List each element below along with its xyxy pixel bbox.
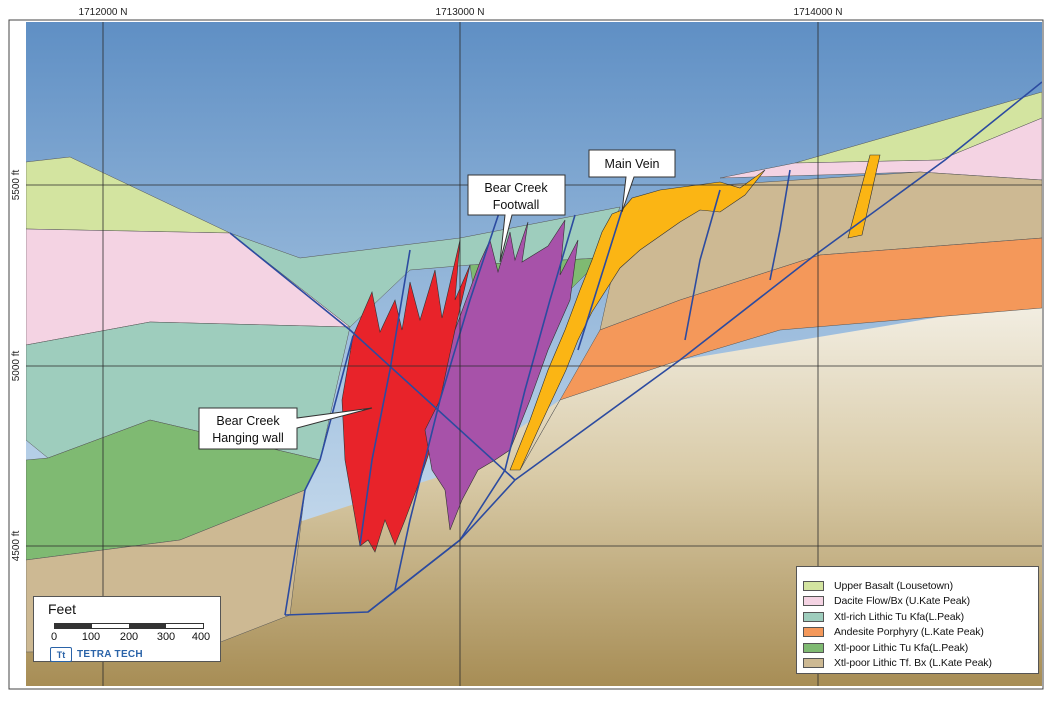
- callout-hanging-line2: Hanging wall: [212, 431, 284, 445]
- legend-label: Upper Basalt (Lousetown): [834, 579, 953, 592]
- legend-item: Xtl-poor Lithic Tu Kfa(L.Peak): [803, 640, 1032, 656]
- unit-andesite-porphyry: [519, 237, 1042, 471]
- scale-tick: 200: [119, 631, 139, 643]
- legend-item: Dacite Flow/Bx (U.Kate Peak): [803, 594, 1032, 610]
- legend-item: Xtl-rich Lithic Tu Kfa(L.Peak): [803, 609, 1032, 625]
- scale-segment: [166, 624, 203, 628]
- legend-item: Andesite Porphyry (L.Kate Peak): [803, 625, 1032, 641]
- vein-bear-creek-hanging-wall: [341, 239, 471, 553]
- scale-bar: [54, 623, 204, 629]
- vein-bear-creek-footwall: [424, 219, 579, 531]
- vein-main-vein: [509, 169, 766, 471]
- elevation-label-4500: 4500 ft: [11, 530, 22, 561]
- legend-item: Xtl-poor Lithic Tf. Bx (L.Kate Peak): [803, 656, 1032, 672]
- northing-label-1714000: 1714000 N: [794, 7, 843, 18]
- tetra-tech-logo: Tt TETRA TECH: [50, 647, 143, 662]
- elevation-label-5500: 5500 ft: [11, 169, 22, 200]
- legend-label: Xtl-poor Lithic Tu Kfa(L.Peak): [834, 641, 969, 654]
- legend-swatch: [803, 627, 824, 638]
- legend-label: Xtl-poor Lithic Tf. Bx (L.Kate Peak): [834, 657, 992, 670]
- legend-item: Upper Basalt (Lousetown): [803, 578, 1032, 594]
- northing-label-1713000: 1713000 N: [436, 7, 485, 18]
- legend-label: Xtl-rich Lithic Tu Kfa(L.Peak): [834, 610, 965, 623]
- vein-east-yellow: [847, 154, 881, 239]
- tetra-tech-logo-mark: Tt: [50, 647, 72, 662]
- legend-swatch: [803, 596, 824, 607]
- callout-bear-creek-hanging-wall: Bear Creek Hanging wall: [198, 407, 373, 450]
- callout-hanging-line1: Bear Creek: [216, 414, 280, 428]
- callout-bear-creek-footwall: Bear Creek Footwall: [467, 174, 566, 263]
- legend-swatch: [803, 580, 824, 591]
- scale-title: Feet: [48, 601, 77, 617]
- fault-lines: [229, 81, 1042, 616]
- scale-tick: 300: [156, 631, 176, 643]
- scale-segment: [129, 624, 166, 628]
- legend-label: Andesite Porphyry (L.Kate Peak): [834, 626, 984, 639]
- northing-label-1712000: 1712000 N: [79, 7, 128, 18]
- callout-main-vein: Main Vein: [588, 149, 676, 213]
- coordinate-grid: [26, 22, 1042, 686]
- legend-swatch: [803, 611, 824, 622]
- tetra-tech-logo-text: TETRA TECH: [77, 649, 143, 660]
- callout-main-vein-label: Main Vein: [605, 157, 660, 171]
- callout-footwall-line1: Bear Creek: [484, 181, 548, 195]
- elevation-label-5000: 5000 ft: [11, 350, 22, 381]
- legend-swatch: [803, 642, 824, 653]
- scale-tick: 0: [50, 631, 58, 643]
- legend-label: Dacite Flow/Bx (U.Kate Peak): [834, 595, 971, 608]
- scale-tick: 400: [191, 631, 211, 643]
- callout-footwall-line2: Footwall: [493, 198, 540, 212]
- scale-segment: [92, 624, 129, 628]
- scale-segment: [55, 624, 92, 628]
- scale-bar-box: Feet 0 100 200 300 400 Tt TETRA TECH: [33, 596, 221, 662]
- legend-swatch: [803, 658, 824, 669]
- scale-tick: 100: [81, 631, 101, 643]
- legend: Upper Basalt (Lousetown) Dacite Flow/Bx …: [796, 566, 1039, 674]
